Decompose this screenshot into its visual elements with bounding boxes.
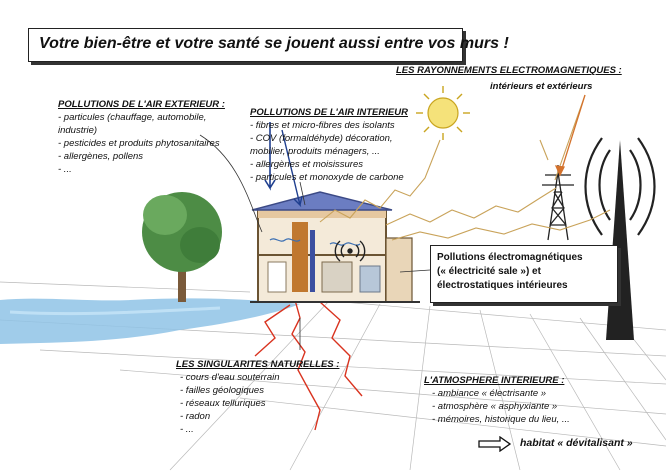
interior-air-section: POLLUTIONS DE L'AIR INTERIEUR - fibres e… xyxy=(250,106,408,184)
house-icon xyxy=(250,191,420,303)
natural-item: - réseaux telluriques xyxy=(180,398,266,409)
antenna-icon xyxy=(584,137,656,340)
exterior-air-section: POLLUTIONS DE L'AIR EXTERIEUR : - partic… xyxy=(58,98,225,176)
em-pollution-callout: Pollutions électromagnétiques (« électri… xyxy=(430,245,618,303)
fault-lines xyxy=(254,299,363,431)
ground-grid xyxy=(0,281,666,471)
exterior-air-heading: POLLUTIONS DE L'AIR EXTERIEUR : xyxy=(58,99,225,110)
tree-icon xyxy=(142,192,222,302)
interior-air-item: - fibres et micro-fibres des isolants xyxy=(250,120,395,131)
interior-air-item: - particules et monoxyde de carbone xyxy=(250,172,404,183)
radiation-subtitle-wrap: intérieurs et extérieurs xyxy=(490,80,592,93)
natural-item: - failles géologiques xyxy=(180,385,264,396)
interior-air-heading: POLLUTIONS DE L'AIR INTERIEUR xyxy=(250,107,408,118)
atmosphere-section: L'ATMOSPHERE INTERIEURE : - ambiance « é… xyxy=(424,374,570,426)
radiation-heading: LES RAYONNEMENTS ELECTROMAGNETIQUES : xyxy=(396,65,622,76)
atmosphere-item: - atmosphère « asphyxiante » xyxy=(432,401,558,412)
natural-item: - radon xyxy=(180,411,211,422)
title-box: Votre bien-être et votre santé se jouent… xyxy=(28,28,509,62)
exterior-air-item: - ... xyxy=(58,164,72,175)
exterior-air-item: industrie) xyxy=(58,125,98,136)
air-arrows xyxy=(264,122,303,208)
interior-air-item: - allergènes et moisissures xyxy=(250,159,363,170)
atmosphere-heading: L'ATMOSPHERE INTERIEURE : xyxy=(424,375,565,386)
radiation-subtitle: intérieurs et extérieurs xyxy=(490,81,593,92)
callout-line: électrostatiques intérieures xyxy=(437,280,568,291)
natural-section: LES SINGULARITES NATURELLES : - cours d'… xyxy=(176,358,339,436)
exterior-air-item: - allergènes, pollens xyxy=(58,151,144,162)
sun-icon xyxy=(416,86,470,140)
natural-item: - ... xyxy=(180,424,194,435)
pointer-lines xyxy=(199,134,431,350)
em-arrows xyxy=(554,94,586,177)
callout-line: (« électricité sale ») et xyxy=(437,266,541,277)
outline-arrow-icon xyxy=(478,436,512,452)
exterior-air-item: - particules (chauffage, automobile, xyxy=(58,112,207,123)
callout-line: Pollutions électromagnétiques xyxy=(437,252,583,263)
atmosphere-item: - mémoires, historique du lieu, ... xyxy=(432,414,570,425)
interior-air-item: mobilier, produits ménagers, ... xyxy=(250,146,380,157)
interior-air-item: - COV (formaldéhyde) décoration, xyxy=(250,133,393,144)
wifi-icon xyxy=(334,240,366,262)
atmosphere-item: - ambiance « électrisante » xyxy=(432,388,547,399)
natural-heading: LES SINGULARITES NATURELLES : xyxy=(176,359,340,370)
pylon-icon xyxy=(542,165,574,241)
em-waves xyxy=(319,94,611,241)
underground-stream xyxy=(0,298,300,344)
footer-label: habitat « dévitalisant » xyxy=(520,437,633,449)
exterior-air-item: - pesticides et produits phytosanitaires xyxy=(58,138,220,149)
diagram-title: Votre bien-être et votre santé se jouent… xyxy=(39,35,509,52)
natural-item: - cours d'eau souterrain xyxy=(180,372,280,383)
radiation-section: LES RAYONNEMENTS ELECTROMAGNETIQUES : xyxy=(396,64,622,77)
